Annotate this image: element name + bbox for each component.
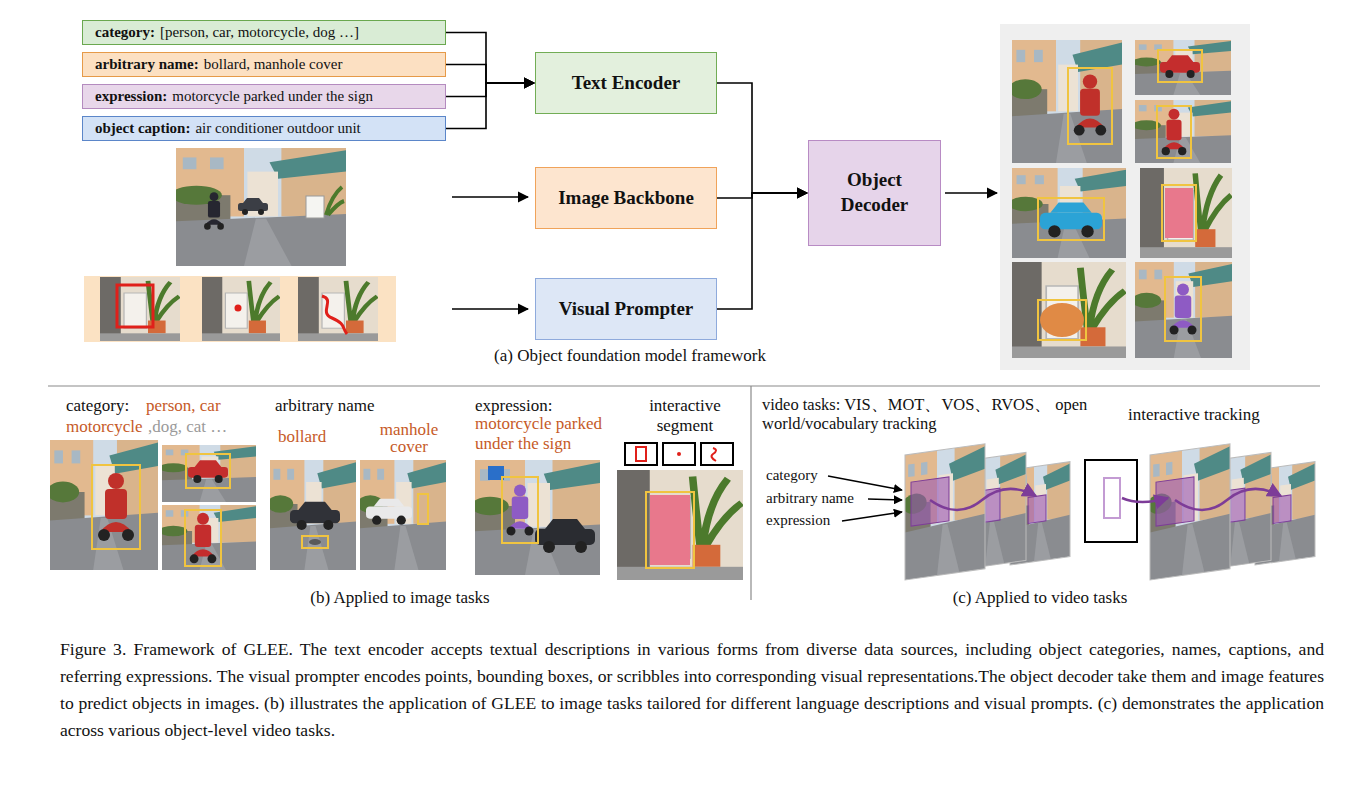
highlighted-name: manhole cover bbox=[362, 421, 456, 455]
connector-arrow bbox=[446, 83, 534, 97]
example-prefix: category: bbox=[66, 396, 129, 416]
connector-arrow bbox=[446, 65, 534, 84]
input-arrow bbox=[452, 308, 528, 310]
task-list: video tasks: VIS、MOT、VOS、RVOS、 open worl… bbox=[762, 396, 1122, 434]
highlighted-expression: motorcycle parked under the sign bbox=[475, 414, 635, 453]
input-text-box: expression: motorcycle parked under the s… bbox=[82, 84, 446, 109]
visual-prompt-examples bbox=[84, 276, 396, 342]
module-box: Visual Prompter bbox=[535, 278, 717, 340]
output-examples bbox=[1000, 24, 1250, 370]
divider-line bbox=[48, 385, 1320, 386]
example-prefix: interactive tracking bbox=[1128, 405, 1260, 425]
module-name: Text Encoder bbox=[572, 71, 681, 96]
module-box: Image Backbone bbox=[535, 167, 717, 229]
subfigure-caption: (c) Applied to video tasks bbox=[890, 588, 1190, 608]
output-arrow bbox=[945, 192, 997, 194]
highlighted-category: motorcycle bbox=[66, 417, 142, 437]
input-photo bbox=[171, 148, 346, 266]
input-type-label: arbitrary name: bbox=[95, 56, 199, 73]
highlighted-category: person, car bbox=[146, 396, 221, 416]
module-name: Object Decoder bbox=[817, 168, 932, 217]
image-task-examples bbox=[47, 440, 743, 580]
connector-arrow bbox=[717, 83, 807, 193]
input-example-text: [person, car, motorcycle, dog …] bbox=[160, 24, 359, 41]
module-box: Text Encoder bbox=[535, 52, 717, 114]
connector-arrow bbox=[717, 193, 807, 309]
connector-arrow bbox=[446, 83, 534, 129]
input-type-label: category bbox=[766, 467, 818, 484]
input-text-box: category: [person, car, motorcycle, dog …… bbox=[82, 20, 446, 45]
video-task-examples bbox=[828, 444, 1315, 581]
input-text-box: object caption: air conditioner outdoor u… bbox=[82, 116, 446, 141]
input-text-box: arbitrary name: bollard, manhole cover bbox=[82, 52, 446, 77]
divider-line bbox=[750, 386, 751, 600]
connector-arrow bbox=[446, 33, 534, 84]
input-example-text: bollard, manhole cover bbox=[204, 56, 343, 73]
highlighted-name: bollard bbox=[278, 427, 326, 447]
subfigure-caption: (b) Applied to image tasks bbox=[250, 588, 550, 608]
subfigure-caption: (a) Object foundation model framework bbox=[420, 346, 840, 366]
input-type-label: expression: bbox=[95, 88, 167, 105]
input-example-text: air conditioner outdoor unit bbox=[195, 120, 360, 137]
input-arrow bbox=[452, 196, 528, 198]
example-prefix: interactive segment bbox=[630, 396, 740, 435]
input-type-label: category: bbox=[95, 24, 155, 41]
input-type-label: arbitrary name bbox=[766, 490, 854, 507]
input-example-text: motorcycle parked under the sign bbox=[172, 88, 373, 105]
greyed-category: ,dog, cat … bbox=[148, 417, 227, 437]
input-type-label: expression bbox=[766, 512, 830, 529]
module-name: Visual Prompter bbox=[559, 297, 694, 322]
module-name: Image Backbone bbox=[558, 186, 694, 211]
decoder-box: Object Decoder bbox=[808, 140, 941, 246]
example-prefix: expression: bbox=[475, 396, 552, 416]
example-prefix: arbitrary name bbox=[275, 396, 375, 416]
figure-caption: Figure 3. Framework of GLEE. The text en… bbox=[60, 636, 1324, 744]
input-type-label: object caption: bbox=[95, 120, 190, 137]
